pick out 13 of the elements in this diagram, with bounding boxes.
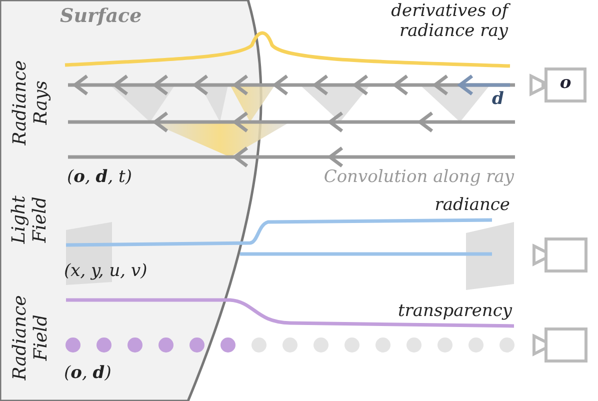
convolution-label: Convolution along ray: [324, 168, 514, 188]
axis-label: Radiance Rays: [10, 59, 52, 148]
curve-label: transparency: [398, 302, 512, 322]
coordinate-label: (x, y, u, v): [64, 262, 148, 282]
axis-label: Radiance Field: [10, 294, 52, 382]
coordinate-label: (o, d, t): [67, 168, 132, 188]
axis-label: Light Field: [9, 194, 51, 246]
camera-box: o: [528, 67, 588, 103]
coordinate-label: (o, d): [64, 364, 112, 384]
curve-label: derivatives of radiance ray: [338, 2, 508, 42]
curve-label: radiance: [434, 196, 510, 216]
surface-label: Surface: [60, 6, 142, 28]
vector-label: d: [492, 90, 504, 110]
